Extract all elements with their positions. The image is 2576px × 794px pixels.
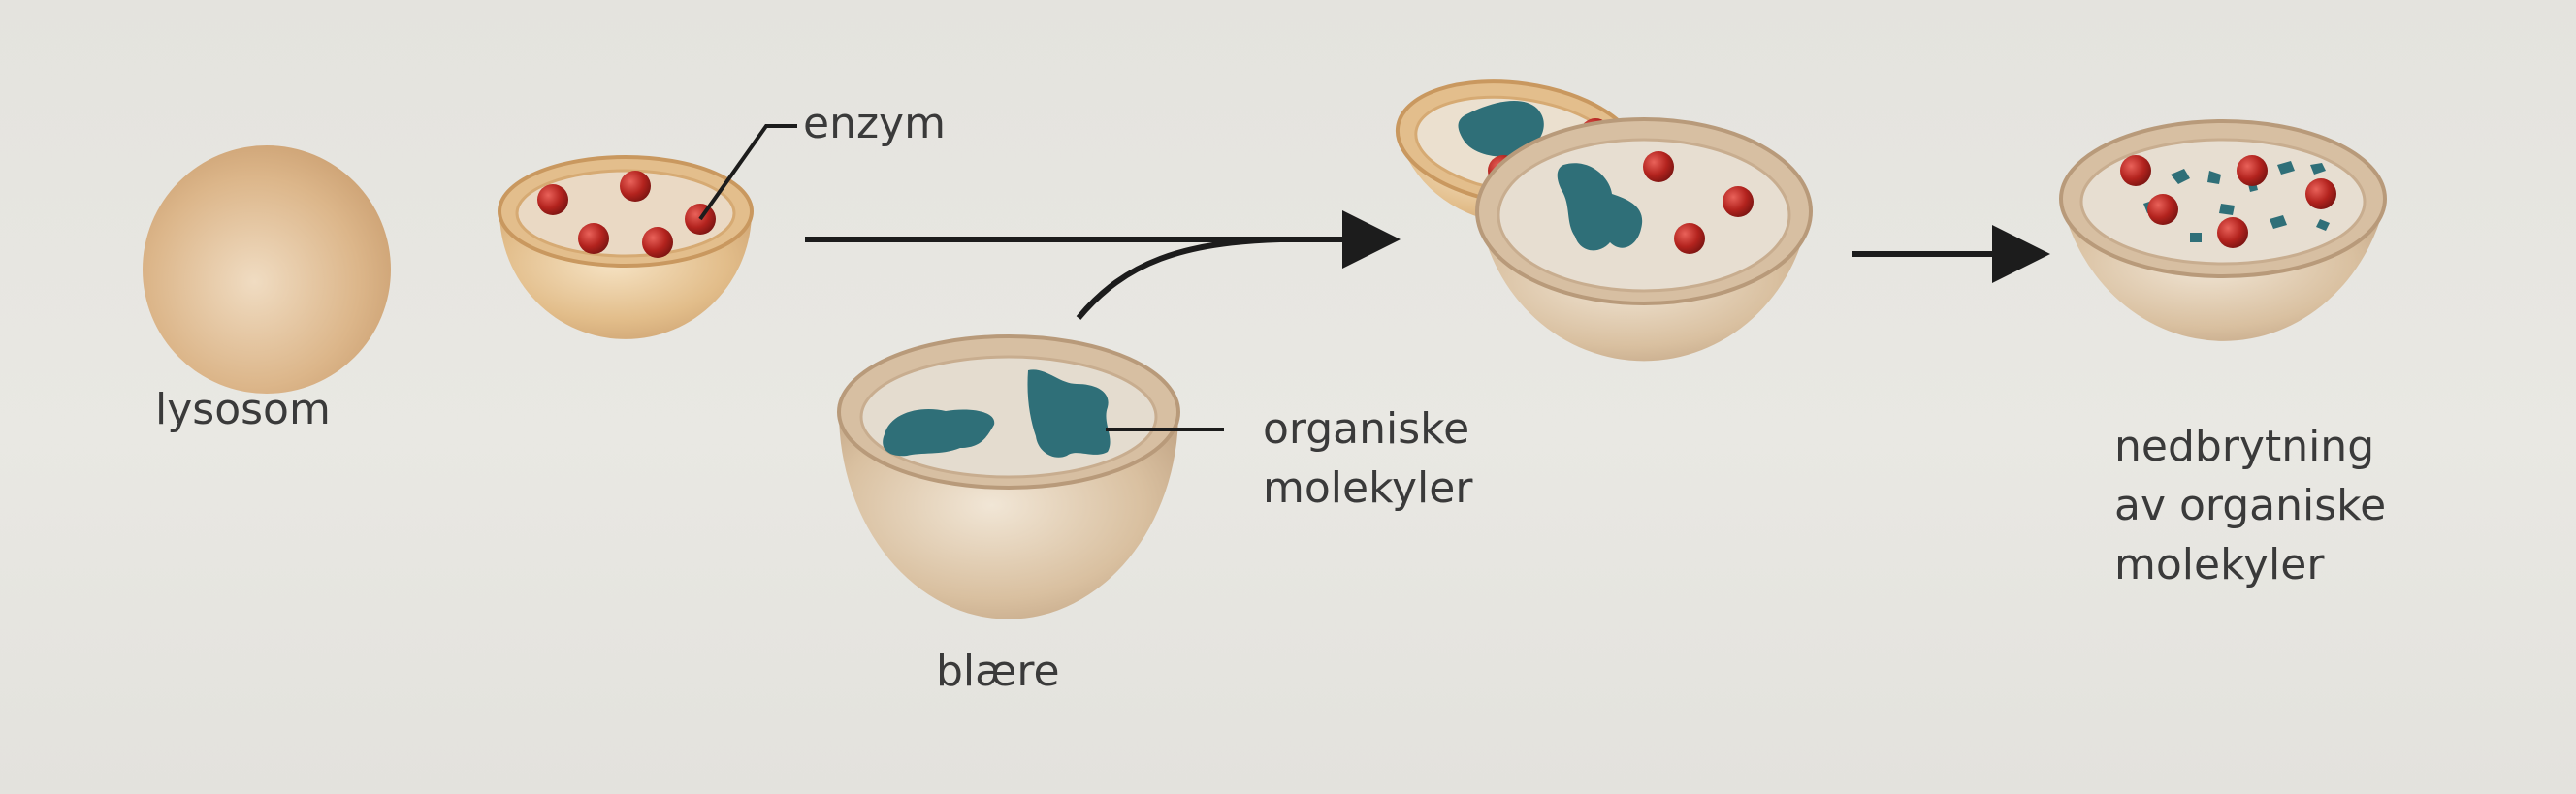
organic-molecules-label-line1: organiske (1263, 404, 1470, 454)
digesting-vesicle (2059, 119, 2387, 341)
enzyme-pointer (698, 124, 797, 221)
lysosome-label: lysosom (155, 385, 331, 434)
breakdown-label-line3: molekyler (2114, 540, 2325, 589)
organic-molecules-label-line2: molekyler (1263, 463, 1473, 513)
fusion-stage (1395, 79, 1813, 362)
fragments (2143, 161, 2330, 242)
enzyme-label: enzym (803, 99, 946, 148)
organic-molecules (883, 369, 1111, 458)
lysosome-sphere (143, 145, 391, 394)
breakdown-label-line1: nedbrytning (2114, 422, 2375, 471)
arrows (805, 210, 2050, 320)
arrow-curve (1076, 237, 1281, 320)
vesicle (837, 334, 1224, 619)
breakdown-label-line2: av organiske (2114, 481, 2387, 530)
open-lysosome (498, 124, 797, 339)
vesicle-label: blære (936, 647, 1060, 696)
